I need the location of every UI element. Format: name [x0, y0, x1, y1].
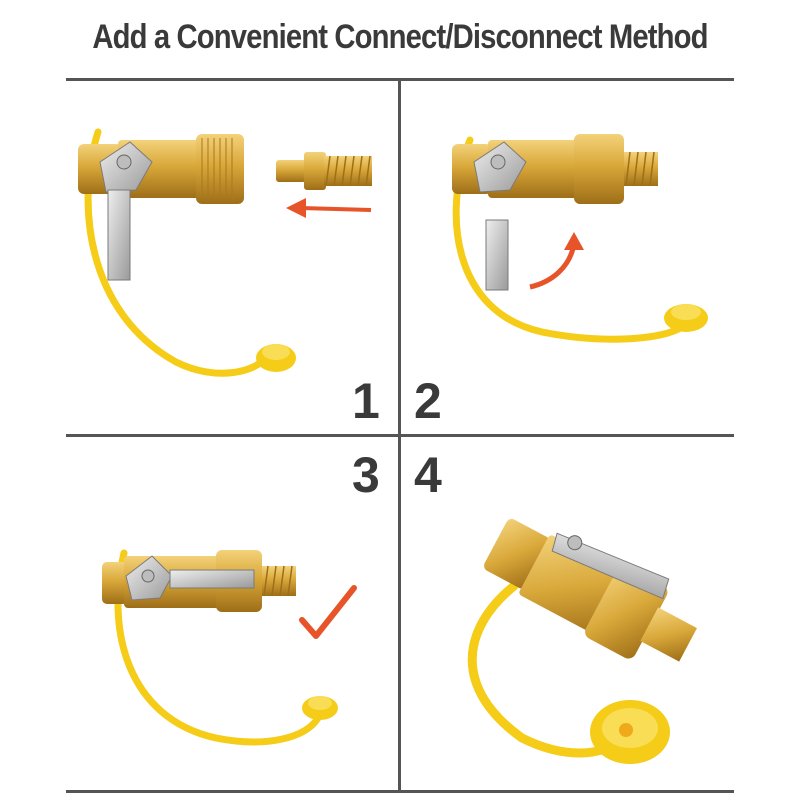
step-1-illustration	[78, 128, 372, 377]
checkmark-icon	[299, 585, 357, 639]
grid-line-top	[66, 78, 734, 81]
plug-thread	[640, 607, 697, 662]
page-title: Add a Convenient Connect/Disconnect Meth…	[92, 18, 708, 56]
coupler-sleeve	[574, 134, 624, 204]
dust-cap-strap	[114, 549, 322, 746]
step-number-2: 2	[414, 373, 442, 429]
dust-cap	[664, 304, 708, 332]
dust-cap	[302, 696, 338, 720]
valve-lever	[485, 219, 509, 291]
step-number-4: 4	[414, 447, 442, 503]
step-2-panel	[402, 82, 732, 432]
valve-lever	[107, 189, 131, 281]
valve-hex-end	[102, 562, 128, 604]
dust-cap	[590, 700, 670, 764]
handle-screw	[116, 154, 132, 170]
step-3-panel	[66, 438, 396, 788]
rotate-arrow-icon	[529, 232, 584, 290]
step-number-1: 1	[352, 373, 380, 429]
step-1-panel	[66, 82, 396, 432]
dust-cap	[256, 344, 296, 372]
step-4-panel	[402, 438, 732, 788]
step-2-illustration	[452, 134, 708, 343]
handle-screw	[567, 535, 583, 551]
dust-cap-strap	[452, 136, 686, 343]
handle-screw	[490, 154, 506, 170]
valve-lever	[169, 569, 255, 589]
valve-lever	[551, 532, 670, 600]
grid-line-vertical	[398, 80, 401, 792]
step-3-illustration	[102, 549, 357, 746]
insert-arrow-icon	[286, 198, 372, 218]
dust-cap-strap	[467, 581, 627, 758]
quick-connect-plug	[276, 152, 372, 190]
step-4-illustration	[467, 519, 697, 764]
handle-screw	[141, 569, 155, 583]
step-number-3: 3	[352, 447, 380, 503]
